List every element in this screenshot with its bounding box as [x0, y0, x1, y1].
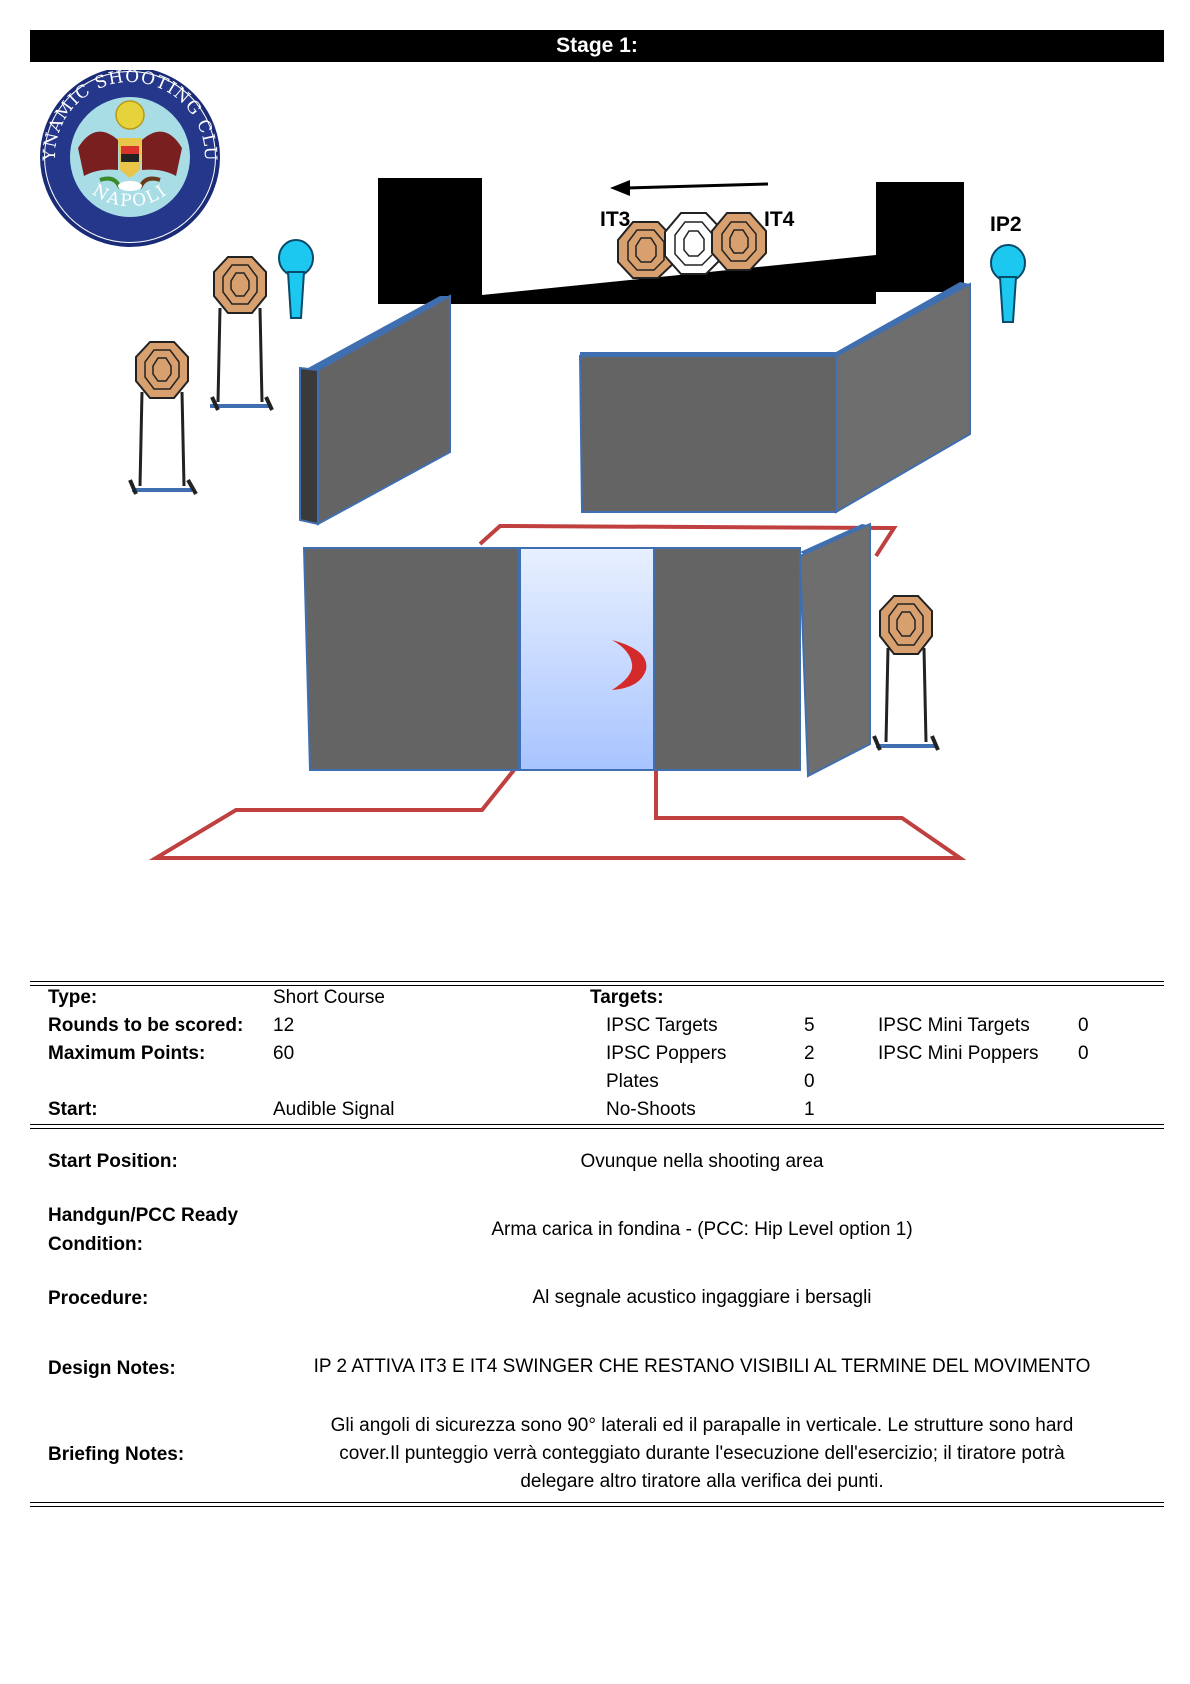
- ready-condition-value: Arma carica in fondina - (PCC: Hip Level…: [491, 1219, 913, 1240]
- target-name: No-Shoots: [606, 1099, 696, 1120]
- rule-mid-1: [30, 1124, 1164, 1125]
- procedure-value: Al segnale acustico ingaggiare i bersagl…: [532, 1287, 872, 1308]
- briefing-notes-label: Briefing Notes:: [48, 1444, 185, 1465]
- no-shoot-target: [664, 212, 725, 275]
- target-name: IPSC Poppers: [606, 1043, 727, 1064]
- target-count: 0: [804, 1071, 815, 1092]
- start-position-label: Start Position:: [48, 1151, 178, 1172]
- max-points-value: 60: [273, 1043, 295, 1064]
- mini-target-name: IPSC Mini Targets: [878, 1015, 1030, 1036]
- label-ip2: IP2: [990, 213, 1022, 236]
- ready-condition-label-line1: Handgun/PCC Ready: [48, 1205, 239, 1226]
- rounds-value: 12: [273, 1015, 295, 1036]
- label-it4: IT4: [764, 208, 795, 231]
- mini-target-name: IPSC Mini Poppers: [878, 1043, 1039, 1064]
- design-notes-label: Design Notes:: [48, 1358, 176, 1379]
- rule-top-2: [30, 985, 1164, 986]
- target-name: IPSC Targets: [606, 1015, 718, 1036]
- swinger-target-it3: [617, 221, 676, 279]
- mini-target-count: 0: [1078, 1015, 1089, 1036]
- ipsc-target-right: [872, 595, 940, 751]
- door: [519, 547, 655, 771]
- club-logo: DYNAMIC SHOOTING CLUB NAPOLI: [0, 70, 220, 247]
- swinger-target-it4: [711, 212, 767, 271]
- briefing-notes-line3: delegare altro tiratore alla verifica de…: [520, 1471, 884, 1492]
- target-name: Plates: [606, 1071, 659, 1092]
- briefing-notes-line2: cover.Il punteggio verrà conteggiato dur…: [339, 1443, 1065, 1464]
- door-direction-icon: [612, 640, 647, 690]
- start-label: Start:: [48, 1099, 98, 1120]
- back-berm: [378, 178, 964, 304]
- start-position-value: Ovunque nella shooting area: [580, 1151, 824, 1172]
- rule-mid-2: [30, 1128, 1164, 1129]
- design-notes-value: IP 2 ATTIVA IT3 E IT4 SWINGER CHE RESTAN…: [313, 1356, 1091, 1377]
- type-label: Type:: [48, 987, 98, 1008]
- max-points-label: Maximum Points:: [48, 1043, 206, 1064]
- popper-ip2: [990, 244, 1026, 323]
- mini-target-count: 0: [1078, 1043, 1089, 1064]
- wall-left: [299, 294, 451, 526]
- rounds-label: Rounds to be scored:: [48, 1015, 244, 1036]
- wall-right: [578, 282, 971, 514]
- ipsc-target-left-lower: [128, 341, 198, 495]
- label-it3: IT3: [600, 208, 630, 231]
- type-value: Short Course: [273, 987, 385, 1008]
- ipsc-target-left-upper: [210, 256, 274, 411]
- eagle-emblem-icon: [78, 100, 182, 191]
- target-count: 2: [804, 1043, 815, 1064]
- swing-direction-arrow: [610, 180, 769, 196]
- targets-label: Targets:: [590, 987, 664, 1008]
- rule-bottom-1: [30, 1502, 1164, 1503]
- ready-condition-label-line2: Condition:: [48, 1234, 143, 1255]
- wall-front: [302, 522, 872, 778]
- rule-bottom-2: [30, 1506, 1164, 1507]
- target-count: 1: [804, 1099, 815, 1120]
- start-value: Audible Signal: [273, 1099, 395, 1120]
- fault-line: [148, 523, 967, 860]
- procedure-label: Procedure:: [48, 1288, 149, 1309]
- popper-left: [278, 239, 314, 319]
- target-count: 5: [804, 1015, 815, 1036]
- briefing-notes-line1: Gli angoli di sicurezza sono 90° lateral…: [330, 1415, 1074, 1436]
- rule-top-1: [30, 981, 1164, 982]
- stage-diagram: DYNAMIC SHOOTING CLUB NAPOLI: [0, 70, 1026, 860]
- stage-title: Stage 1:: [30, 30, 1164, 62]
